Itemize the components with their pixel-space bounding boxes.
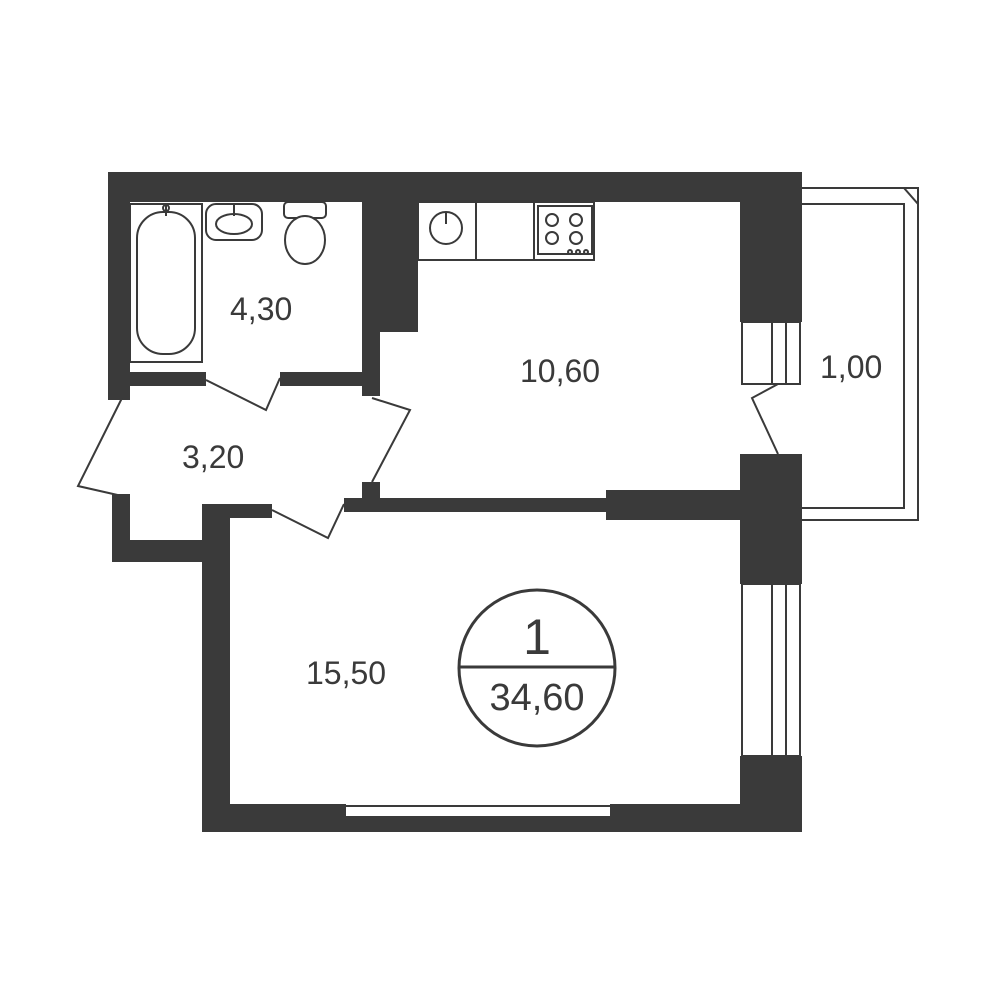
total-area: 34,60 <box>489 677 584 719</box>
wall-kitchen-living-stub <box>362 482 380 500</box>
wall-living-left-top <box>214 504 272 518</box>
toilet-icon <box>283 201 327 265</box>
balcony-door <box>750 383 779 455</box>
wall-hallway-bottom <box>112 540 208 562</box>
wall-kitchen-living <box>344 498 614 512</box>
wall-bath-bottom-left <box>108 372 206 386</box>
wall-kitchen-pillar <box>362 200 418 332</box>
doors <box>76 377 779 540</box>
room-count: 1 <box>523 609 551 665</box>
balcony-area-label: 1,00 <box>820 349 882 385</box>
sink-icon <box>205 203 263 241</box>
balcony-outline <box>800 187 919 521</box>
living-door <box>271 503 345 540</box>
bathtub <box>129 203 203 363</box>
wall-right-pillar <box>740 454 802 584</box>
wall-bath-bottom-right <box>280 372 380 386</box>
wall-right-kitchen-upper <box>740 172 802 322</box>
bathroom-door <box>205 377 281 412</box>
kitchen-sink-icon <box>429 211 463 245</box>
kitchen-door <box>371 397 412 483</box>
wall-living-bottom-right <box>610 804 802 832</box>
wall-kitchen-living-thick <box>606 490 746 520</box>
wall-top <box>108 172 800 202</box>
entrance-door <box>76 397 123 497</box>
stove-icon <box>537 205 593 255</box>
windows <box>346 321 801 807</box>
living-room-area-label: 15,50 <box>306 655 386 691</box>
wall-living-left <box>202 504 230 832</box>
wall-hall-jamb-top <box>108 380 130 400</box>
walls <box>108 172 802 832</box>
apartment-badge: 1 34,60 <box>457 588 617 748</box>
kitchen-area-label: 10,60 <box>520 353 600 389</box>
wall-left-bathroom <box>108 172 130 396</box>
bathroom-area-label: 4,30 <box>230 291 292 327</box>
hallway-area-label: 3,20 <box>182 439 244 475</box>
